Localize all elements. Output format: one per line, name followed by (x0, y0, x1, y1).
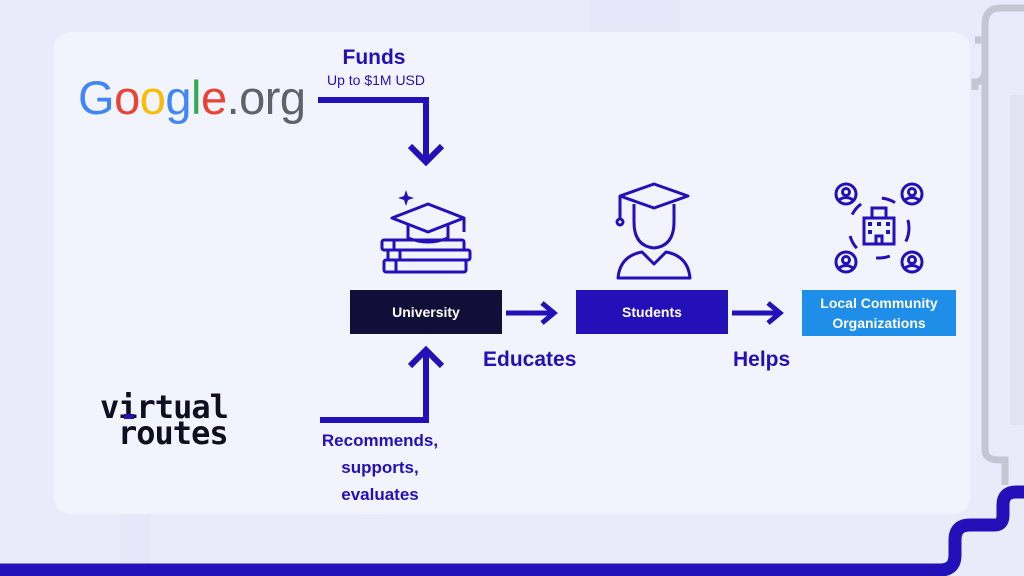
community-label: Local Community Organizations (820, 295, 938, 331)
funds-label: Funds (342, 46, 406, 69)
educates-label: Educates (483, 348, 577, 371)
educates-arrow (506, 301, 558, 325)
helps-label: Helps (733, 348, 791, 371)
graduation-cap-books-icon (380, 190, 472, 274)
students-node: Students (576, 290, 728, 334)
content-panel (54, 32, 970, 514)
community-node: Local Community Organizations (802, 290, 956, 336)
community-organization-icon (834, 182, 924, 274)
funds-arrow (318, 97, 445, 167)
student-icon (615, 182, 692, 280)
recommends-arrow (320, 345, 445, 423)
university-node: University (350, 290, 502, 334)
recommends-label: Recommends, supports, evaluates (321, 431, 439, 504)
funds-amount: Up to $1M USD (326, 72, 426, 88)
helps-arrow (732, 301, 784, 325)
svg-text:routes: routes (118, 414, 228, 448)
students-label: Students (622, 304, 682, 320)
svg-text:virtual: virtual (100, 388, 228, 426)
google-org-logo: Google.org (78, 71, 306, 124)
university-label: University (392, 304, 460, 320)
virtual-routes-logo: virtual routes (100, 388, 229, 448)
